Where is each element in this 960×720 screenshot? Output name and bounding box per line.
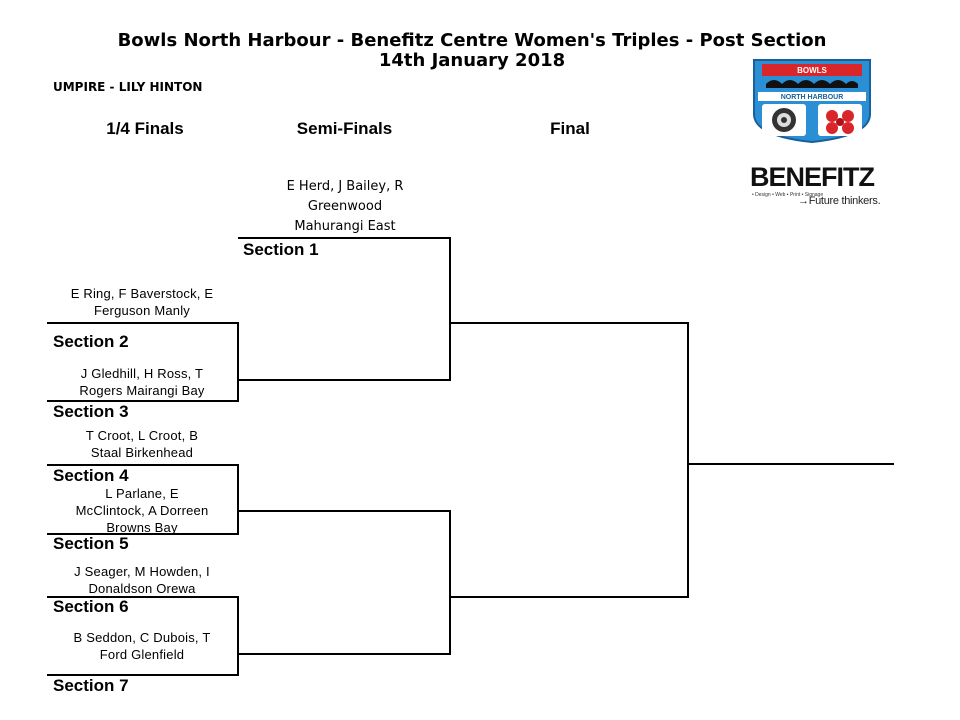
bracket-line-final-top <box>450 322 689 324</box>
benefitz-tagline: →Future thinkers. <box>798 195 881 207</box>
team-line: B Seddon, C Dubois, T <box>73 630 211 645</box>
team-section-3: J Gledhill, H Ross, T Rogers Mairangi Ba… <box>44 365 240 399</box>
bracket-line-sf1-top <box>238 237 451 239</box>
team-line: E Ring, F Baverstock, E <box>70 286 214 301</box>
benefitz-wordmark: BENEFITZ <box>750 162 875 192</box>
team-line: Rogers Mairangi Bay <box>79 383 205 398</box>
team-line: E Herd, J Bailey, R <box>286 179 404 194</box>
bracket-line-sf1-bottom <box>238 379 451 381</box>
section-label-5: Section 5 <box>53 534 129 553</box>
team-section-5: L Parlane, E McClintock, A Dorreen Brown… <box>44 485 240 536</box>
round-heading-semi-finals: Semi-Finals <box>296 119 393 138</box>
bracket-line-qf1-vertical <box>237 323 239 401</box>
umpire-label: UMPIRE - LILY HINTON <box>53 80 203 94</box>
team-section-4: T Croot, L Croot, B Staal Birkenhead <box>44 427 240 461</box>
section-label-4: Section 4 <box>53 466 129 485</box>
bracket-line-qf2-bottom <box>47 533 239 535</box>
bracket-line-qf1-top <box>47 322 239 324</box>
bracket-line-final-vertical <box>687 323 689 597</box>
team-line: Greenwood <box>307 199 383 214</box>
team-section-2: E Ring, F Baverstock, E Ferguson Manly <box>44 285 240 319</box>
team-section-6: J Seager, M Howden, I Donaldson Orewa <box>44 563 240 597</box>
event-date: 14th January 2018 <box>378 50 566 71</box>
bracket-line-qf2-vertical <box>237 465 239 534</box>
bracket-line-qf3-bottom <box>47 674 239 676</box>
team-line: J Seager, M Howden, I <box>74 564 210 579</box>
bracket-line-sf2-vertical <box>449 511 451 654</box>
benefitz-logo: BENEFITZ • Design • Web • Print • Signag… <box>748 162 888 212</box>
benefitz-services: • Design • Web • Print • Signage <box>752 192 824 198</box>
badge-top-text: BOWLS <box>797 66 827 75</box>
section-label-6: Section 6 <box>53 597 129 616</box>
team-line: T Croot, L Croot, B <box>85 428 199 443</box>
team-line: McClintock, A Dorreen <box>75 503 209 518</box>
bracket-line-qf1-bottom <box>47 400 239 402</box>
section-label-2: Section 2 <box>53 332 129 351</box>
team-section-1: E Herd, J Bailey, R Greenwood Mahurangi … <box>245 177 445 237</box>
team-line: Mahurangi East <box>294 219 396 234</box>
bracket-line-final-bottom <box>450 596 689 598</box>
team-line: Staal Birkenhead <box>90 445 194 460</box>
team-line: J Gledhill, H Ross, T <box>80 366 204 381</box>
section-label-7: Section 7 <box>53 676 129 695</box>
section-label-1: Section 1 <box>243 240 319 259</box>
section-label-3: Section 3 <box>53 402 129 421</box>
team-section-7: B Seddon, C Dubois, T Ford Glenfield <box>44 629 240 663</box>
bracket-line-qf2-top <box>47 464 239 466</box>
team-line: L Parlane, E <box>105 486 179 501</box>
round-heading-final: Final <box>550 119 590 138</box>
bracket-line-sf1-vertical <box>449 238 451 380</box>
team-line: Ferguson Manly <box>93 303 190 318</box>
round-heading-quarter-finals: 1/4 Finals <box>106 119 184 138</box>
bracket-line-qf3-vertical <box>237 597 239 675</box>
bracket-line-winner <box>688 463 894 465</box>
team-line: Browns Bay <box>106 520 178 535</box>
bracket-line-sf2-bottom <box>238 653 451 655</box>
team-line: Ford Glenfield <box>99 647 185 662</box>
page-title: Bowls North Harbour - Benefitz Centre Wo… <box>117 30 827 51</box>
bowls-north-harbour-logo: BOWLS NORTH HARBOUR <box>752 58 872 144</box>
bracket-line-qf3-top <box>47 596 239 598</box>
badge-band-text: NORTH HARBOUR <box>781 94 844 101</box>
team-line: Donaldson Orewa <box>88 581 196 596</box>
bracket-line-sf2-top <box>238 510 451 512</box>
